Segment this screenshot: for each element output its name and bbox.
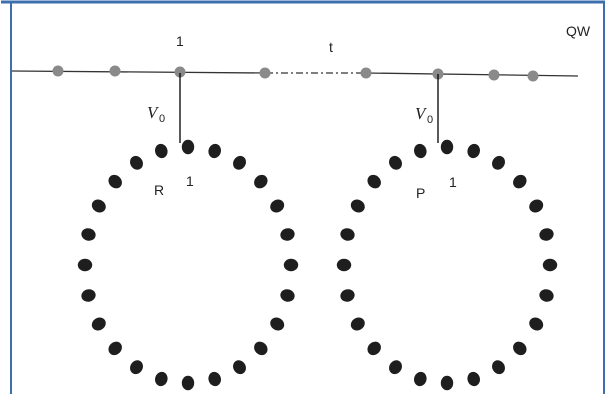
ring-site-dot [539, 228, 554, 241]
ring-right-site-label: 1 [449, 174, 457, 190]
ring-site-dot [81, 228, 96, 241]
ring-site-dot [233, 360, 246, 375]
wire-site-dot [109, 65, 121, 77]
ring-site-dot [155, 143, 168, 159]
ring-site-dot [440, 375, 454, 391]
ring-site-dot [233, 155, 246, 170]
ring-site-dot [542, 258, 558, 272]
wire-site-dot [259, 67, 271, 79]
ring-site-dot [91, 317, 106, 331]
ring-site-dot [389, 155, 402, 170]
ring-site-dot [529, 199, 544, 213]
ring-site-dot [467, 371, 480, 387]
ring-site-dot [181, 375, 195, 391]
ring-site-dot [270, 199, 285, 213]
ring-site-dot [155, 371, 168, 387]
chain-site-label: 1 [176, 33, 184, 49]
ring-site-dot [270, 317, 285, 331]
ring-right-name-label: P [416, 185, 425, 201]
ring-site-dot [513, 341, 527, 356]
ring-site-dot [367, 341, 381, 356]
ring-site-dot [81, 289, 96, 302]
ring-site-dot [336, 258, 352, 272]
ring-site-dot [492, 155, 505, 170]
ring-site-dot [280, 228, 295, 241]
ring-site-dot [108, 341, 122, 356]
coupling-label-right: V 0 [415, 104, 433, 126]
wire-site-dot [488, 69, 500, 81]
ring-site-dot [77, 258, 93, 272]
ring-site-dot [181, 139, 195, 155]
wire-sites [52, 65, 539, 82]
coupling-symbol-right: V [415, 104, 428, 123]
coupling-symbol-left: V [147, 103, 160, 122]
ring-left-name-label: R [154, 182, 164, 198]
wire-site-dot [360, 67, 372, 79]
ring-site-dot [539, 289, 554, 302]
wire-segment-left [11, 70, 267, 74]
ring-site-dot [529, 317, 544, 331]
ring-site-dot [340, 289, 355, 302]
ring-site-dot [208, 371, 221, 387]
wire-segment-right [365, 72, 579, 77]
ring-site-dot [130, 155, 143, 170]
ring-site-dot [130, 360, 143, 375]
ring-site-dot [350, 199, 365, 213]
ring-site-dot [367, 174, 381, 189]
ring-site-dot [513, 174, 527, 189]
ring-site-dot [492, 360, 505, 375]
ring-site-dot [254, 341, 268, 356]
hopping-label: t [329, 39, 333, 55]
wire-site-dot [52, 65, 64, 77]
ring-right [336, 139, 558, 391]
ring-site-dot [414, 371, 427, 387]
coupling-subscript-right: 0 [427, 114, 433, 126]
ring-site-dot [280, 289, 295, 302]
wire-site-dot [174, 66, 186, 78]
coupling-subscript-left: 0 [159, 113, 165, 125]
ring-site-dot [91, 199, 106, 213]
qw-label: QW [566, 23, 591, 39]
coupling-label-left: V 0 [147, 103, 165, 125]
ring-site-dot [108, 174, 122, 189]
ring-site-dot [283, 258, 299, 272]
ring-site-dot [254, 174, 268, 189]
ring-site-dot [350, 317, 365, 331]
ring-site-dot [340, 228, 355, 241]
ring-left [77, 139, 299, 391]
ring-left-site-label: 1 [186, 173, 194, 189]
wire-site-dot [527, 70, 539, 82]
ring-site-dot [414, 143, 427, 159]
ring-site-dot [440, 139, 454, 155]
ring-site-dot [467, 143, 480, 159]
ring-site-dot [208, 143, 221, 159]
ring-site-dot [389, 360, 402, 375]
